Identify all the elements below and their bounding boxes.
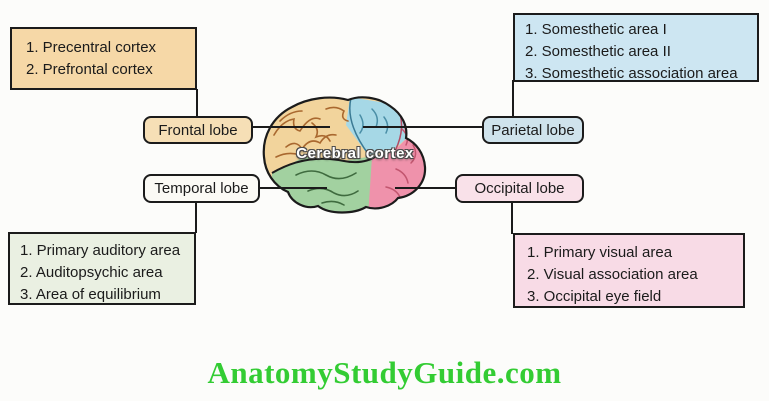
lateral-fissure-line [271, 154, 379, 174]
frontal-areas-box: 1. Precentral cortex 2. Prefrontal corte… [10, 27, 197, 90]
parietal-gyri-lines [359, 108, 389, 134]
brain-illustration [262, 96, 427, 214]
temporal-area-item: 1. Primary auditory area [20, 242, 181, 259]
connector-brain-to-occipitallabel [395, 187, 456, 189]
connector-occipitallabel-to-box [511, 201, 513, 234]
frontal-lobe-label: Frontal lobe [143, 116, 253, 144]
connector-frontallabel-to-brain [251, 126, 330, 128]
temporal-area-item: 2. Auditopsychic area [20, 264, 163, 281]
parietal-area-item: 1. Somesthetic area I [525, 21, 667, 38]
watermark-text: AnatomyStudyGuide.com [207, 355, 562, 390]
occipital-area-item: 1. Primary visual area [527, 244, 673, 261]
occipital-areas-box: 1. Primary visual area 2. Visual associa… [513, 233, 745, 308]
occipital-area-item: 2. Visual association area [527, 266, 698, 283]
temporal-areas-box: 1. Primary auditory area 2. Auditopsychi… [8, 232, 196, 305]
connector-brain-to-parietallabel [363, 126, 483, 128]
temporal-area-item: 3. Area of equilibrium [20, 286, 161, 303]
parietal-area-item: 3. Somesthetic association area [525, 65, 738, 82]
parietal-areas-box: 1. Somesthetic area I 2. Somesthetic are… [513, 13, 759, 82]
connector-parietalbox-to-label [512, 80, 514, 117]
frontal-gyri-lines [273, 106, 349, 158]
brain-outline [262, 96, 427, 214]
parietal-lobe-label: Parietal lobe [482, 116, 584, 144]
frontal-area-item: 2. Prefrontal cortex [26, 61, 153, 78]
central-sulcus-line [349, 97, 370, 156]
connector-temporallabel-to-box [195, 201, 197, 233]
connector-frontalbox-to-label [196, 89, 198, 117]
occipital-gyri-lines [385, 128, 417, 198]
occipital-lobe-label: Occipital lobe [455, 174, 584, 203]
cerebral-cortex-label: Cerebral cortex [296, 145, 414, 162]
frontal-area-item: 1. Precentral cortex [26, 39, 157, 56]
occipital-area-item: 3. Occipital eye field [527, 288, 662, 305]
connector-temporallabel-to-brain [258, 187, 327, 189]
parietal-area-item: 2. Somesthetic area II [525, 43, 671, 60]
temporal-lobe-label: Temporal lobe [143, 174, 260, 203]
temporal-lobe-region [272, 155, 382, 213]
